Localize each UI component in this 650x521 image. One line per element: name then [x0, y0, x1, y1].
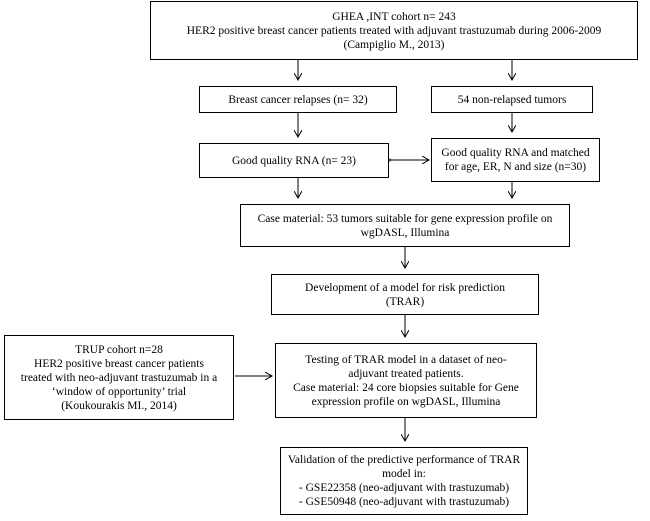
trup-line-5: (Koukourakis MI., 2014)	[61, 399, 177, 412]
development-line-2: (TRAR)	[385, 295, 425, 308]
matched-line-1: Good quality RNA and matched	[441, 147, 590, 159]
trup-line-2: HER2 positive breast cancer patients	[34, 357, 204, 370]
trup-line-4: ‘window of opportunity’ trial	[51, 385, 187, 398]
trup-line-1: TRUP cohort n=28	[75, 343, 163, 356]
testing-box: Testing of TRAR model in a dataset of ne…	[275, 343, 537, 418]
validation-line-2: model in:	[382, 468, 426, 480]
testing-line-2: adjuvant treated patients.	[348, 367, 464, 380]
testing-line-1: Testing of TRAR model in a dataset of ne…	[305, 353, 507, 366]
ghea-line-1: GHEA ,INT cohort n= 243	[332, 10, 456, 23]
validation-line-4: - GSE50948 (neo-adjuvant with trastuzuma…	[298, 496, 510, 508]
development-box: Development of a model for risk predicti…	[271, 274, 539, 315]
matched-line-2: for age, ER, N and size (n=30)	[444, 161, 587, 173]
testing-line-3: Case material: 24 core biopsies suitable…	[293, 381, 519, 394]
relapses-line-1: Breast cancer relapses (n= 32)	[228, 93, 368, 106]
nonrelapsed-box: 54 non-relapsed tumors	[431, 86, 593, 113]
matched-box: Good quality RNA and matched for age, ER…	[431, 138, 600, 182]
goodrna-box: Good quality RNA (n= 23)	[199, 143, 389, 178]
goodrna-line-1: Good quality RNA (n= 23)	[231, 154, 357, 167]
case-material-box: Case material: 53 tumors suitable for ge…	[240, 204, 570, 247]
ghea-line-3: (Campiglio M., 2013)	[343, 38, 445, 51]
trup-line-3: treated with neo-adjuvant trastuzumab in…	[20, 371, 218, 384]
nonrelapsed-line-1: 54 non-relapsed tumors	[457, 93, 567, 106]
relapses-box: Breast cancer relapses (n= 32)	[199, 86, 397, 113]
ghea-cohort-box: GHEA ,INT cohort n= 243 HER2 positive br…	[150, 1, 638, 60]
case-line-2: wgDASL, Illumina	[360, 226, 450, 239]
case-line-1: Case material: 53 tumors suitable for ge…	[257, 212, 553, 225]
validation-box: Validation of the predictive performance…	[280, 447, 528, 515]
testing-line-4: expression profile on wgDASL, Illumina	[311, 395, 501, 408]
ghea-line-2: HER2 positive breast cancer patients tre…	[186, 24, 602, 37]
validation-line-3: - GSE22358 (neo-adjuvant with trastuzuma…	[298, 482, 510, 494]
validation-line-1: Validation of the predictive performance…	[287, 454, 521, 466]
trup-cohort-box: TRUP cohort n=28 HER2 positive breast ca…	[4, 335, 234, 420]
development-line-1: Development of a model for risk predicti…	[305, 281, 505, 294]
